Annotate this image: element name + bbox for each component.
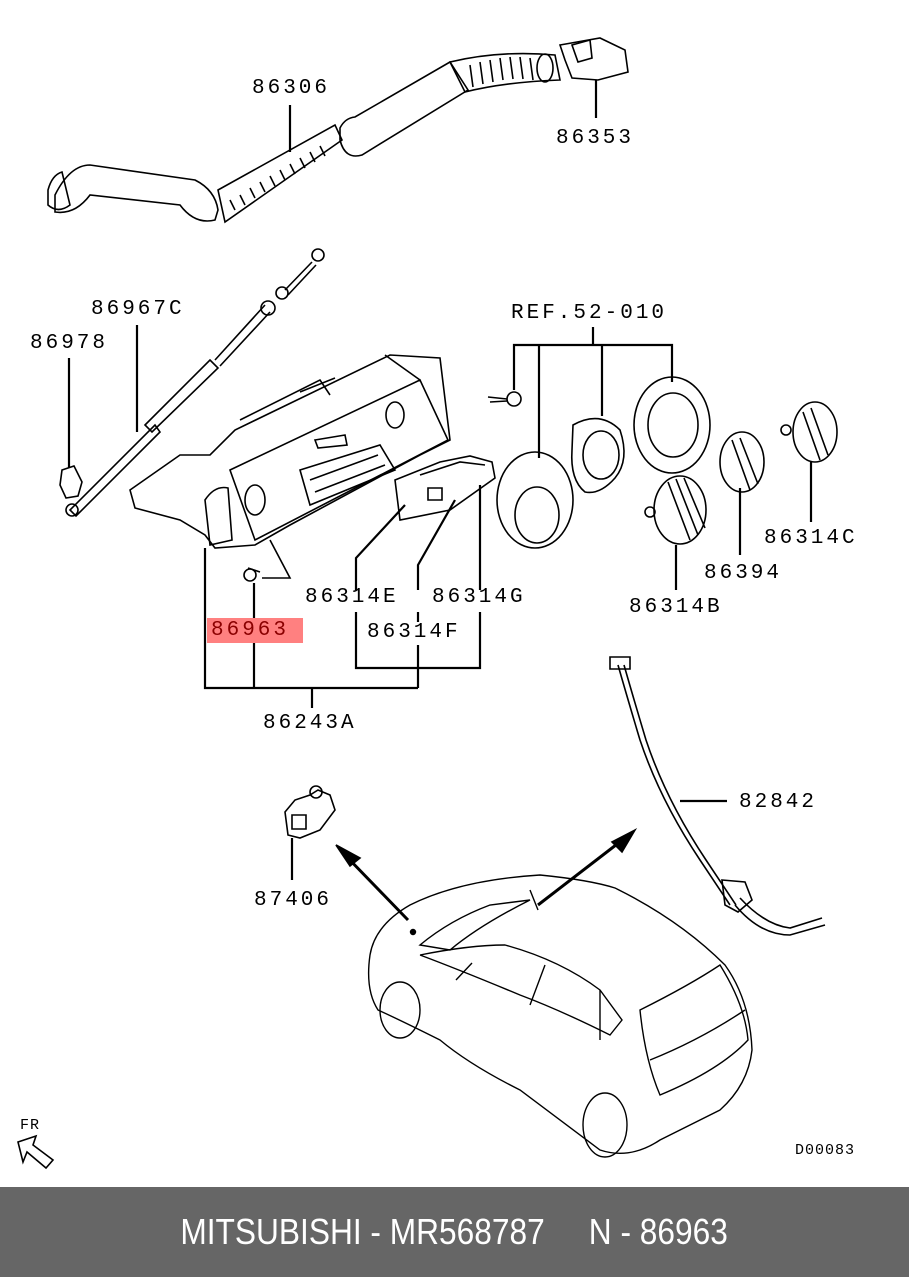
switch-block-86314E-G: [395, 456, 495, 520]
duct-hose-86306: [48, 54, 560, 222]
connector-86353: [560, 38, 628, 80]
part-label-86394[interactable]: 86394: [704, 562, 783, 585]
part-label-86967C[interactable]: 86967C: [91, 298, 185, 321]
sensor-87406: [285, 786, 335, 838]
drawing-code: D00083: [795, 1142, 856, 1159]
footer-part-info: MITSUBISHI - MR568787 N - 86963: [180, 1211, 729, 1252]
parts-diagram: 86306 86353 86967C 86978 REF.52-010 8631…: [0, 0, 909, 1187]
diagram-drawing: [0, 0, 909, 1187]
arrow-to-sensor: [336, 845, 408, 920]
footer-bar: MITSUBISHI - MR568787 N - 86963: [0, 1187, 909, 1277]
part-label-82842[interactable]: 82842: [739, 791, 818, 814]
knobs: [645, 402, 837, 544]
vehicle-outline: [369, 875, 752, 1157]
part-label-86306[interactable]: 86306: [252, 77, 331, 100]
harness-82842: [610, 657, 825, 935]
heater-control-panel-86243A: [130, 355, 450, 581]
part-label-86314E[interactable]: 86314E: [305, 586, 399, 609]
part-label-86978[interactable]: 86978: [30, 332, 109, 355]
dial-plates: [497, 377, 710, 548]
part-label-86314B[interactable]: 86314B: [629, 596, 723, 619]
part-label-86314G[interactable]: 86314G: [432, 586, 526, 609]
part-label-86314F[interactable]: 86314F: [367, 621, 461, 644]
front-direction-arrow: [18, 1136, 53, 1168]
part-label-86314C[interactable]: 86314C: [764, 527, 858, 550]
arrow-to-harness: [538, 830, 635, 905]
ref-label[interactable]: REF.52-010: [511, 302, 668, 325]
front-direction-label: FR: [20, 1117, 41, 1134]
control-cable-86967C: [66, 249, 324, 516]
screw: [488, 392, 521, 406]
part-label-86963-highlighted[interactable]: 86963: [207, 618, 304, 643]
clip-86978: [60, 466, 82, 498]
part-label-86243A[interactable]: 86243A: [263, 712, 357, 735]
part-label-87406[interactable]: 87406: [254, 889, 333, 912]
part-label-86353[interactable]: 86353: [556, 127, 635, 150]
